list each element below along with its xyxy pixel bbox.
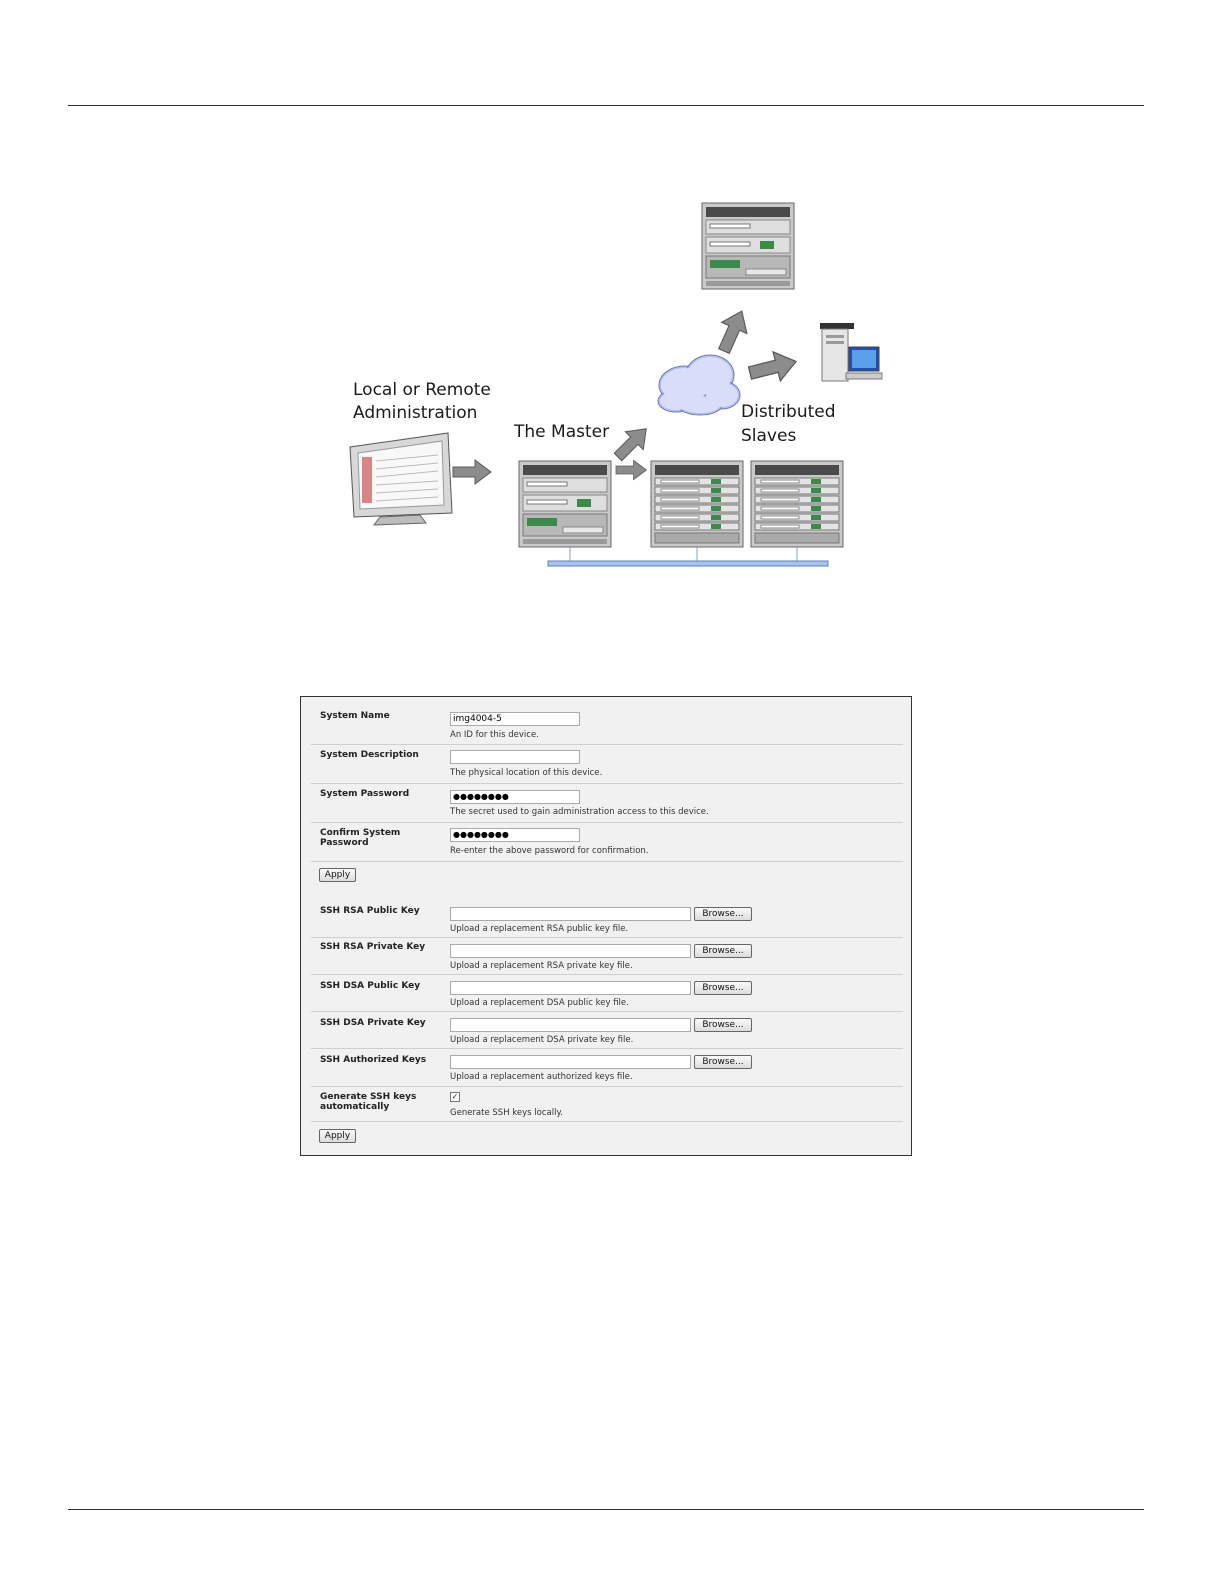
system-description-help: The physical location of this device. [450, 768, 603, 778]
system-description-label: System Description [320, 750, 419, 760]
workstation-icon [820, 323, 883, 382]
ssh-rsa-public-label: SSH RSA Public Key [320, 906, 420, 916]
ssh-rsa-public-help: Upload a replacement RSA public key file… [450, 924, 629, 934]
system-name-help: An ID for this device. [450, 730, 539, 740]
system-name-label: System Name [320, 711, 390, 721]
ssh-authorized-keys-file-input[interactable] [450, 1055, 691, 1069]
label-admin-line2: Administration [353, 403, 478, 423]
ssh-dsa-private-label: SSH DSA Private Key [320, 1018, 426, 1028]
system-settings-form: System Name img4004-5 An ID for this dev… [300, 696, 912, 1156]
ssh-rsa-private-file-input[interactable] [450, 944, 691, 958]
row-system-description: System Description The physical location… [311, 745, 903, 784]
ssh-rsa-public-browse-button[interactable]: Browse... [694, 907, 752, 921]
system-description-input[interactable] [450, 750, 580, 764]
diagram-graphic [349, 202, 883, 567]
system-name-input[interactable]: img4004-5 [450, 712, 580, 726]
footer-rule [68, 1509, 1144, 1510]
row-ssh-authorized-keys: SSH Authorized Keys Browse... Upload a r… [311, 1049, 903, 1087]
ssh-rsa-private-label: SSH RSA Private Key [320, 942, 426, 952]
row-apply-top: Apply [311, 862, 903, 902]
confirm-password-label-line1: Confirm System [320, 828, 401, 838]
generate-ssh-keys-help: Generate SSH keys locally. [450, 1108, 563, 1118]
ssh-dsa-private-browse-button[interactable]: Browse... [694, 1018, 752, 1032]
admin-monitor-icon [349, 432, 453, 526]
remote-rack-top [701, 202, 795, 290]
arrow-cloud-to-top-rack [710, 304, 755, 358]
slave-rack-1 [650, 460, 744, 548]
master-rack [518, 460, 612, 548]
ssh-rsa-private-browse-button[interactable]: Browse... [694, 944, 752, 958]
system-password-input[interactable]: ●●●●●●●● [450, 790, 580, 804]
ssh-authorized-keys-label: SSH Authorized Keys [320, 1055, 427, 1065]
row-system-password: System Password ●●●●●●●● The secret used… [311, 784, 903, 823]
ssh-authorized-keys-browse-button[interactable]: Browse... [694, 1055, 752, 1069]
arrow-master-to-slaves [615, 459, 647, 481]
row-ssh-dsa-private: SSH DSA Private Key Browse... Upload a r… [311, 1012, 903, 1049]
label-admin-line1: Local or Remote [353, 380, 491, 400]
ssh-dsa-private-file-input[interactable] [450, 1018, 691, 1032]
ssh-dsa-public-browse-button[interactable]: Browse... [694, 981, 752, 995]
ssh-dsa-public-help: Upload a replacement DSA public key file… [450, 998, 629, 1008]
distributed-network-diagram: Local or Remote Administration The Maste… [340, 195, 890, 575]
arrow-admin-to-master [452, 459, 492, 485]
arrow-cloud-to-workstation [745, 346, 801, 389]
generate-ssh-keys-checkbox[interactable]: ✓ [450, 1092, 460, 1102]
header-rule [68, 105, 1144, 106]
ssh-dsa-public-file-input[interactable] [450, 981, 691, 995]
confirm-password-help: Re-enter the above password for confirma… [450, 846, 649, 856]
label-slaves-line1: Distributed [741, 402, 836, 422]
confirm-password-input[interactable]: ●●●●●●●● [450, 828, 580, 842]
network-cloud-icon [657, 354, 741, 416]
arrow-master-to-cloud [608, 419, 656, 467]
lan-bus [547, 547, 829, 567]
ssh-rsa-private-help: Upload a replacement RSA private key fil… [450, 961, 633, 971]
system-password-label: System Password [320, 789, 410, 799]
row-ssh-rsa-private: SSH RSA Private Key Browse... Upload a r… [311, 938, 903, 975]
generate-ssh-keys-label-line2: automatically [320, 1102, 390, 1112]
row-ssh-rsa-public: SSH RSA Public Key Browse... Upload a re… [311, 902, 903, 938]
system-password-help: The secret used to gain administration a… [450, 807, 709, 817]
row-apply-bottom: Apply [311, 1122, 903, 1152]
ssh-authorized-keys-help: Upload a replacement authorized keys fil… [450, 1072, 633, 1082]
apply-button-top[interactable]: Apply [319, 868, 356, 882]
apply-button-bottom[interactable]: Apply [319, 1129, 356, 1143]
ssh-rsa-public-file-input[interactable] [450, 907, 691, 921]
confirm-password-label-line2: Password [320, 838, 369, 848]
ssh-dsa-private-help: Upload a replacement DSA private key fil… [450, 1035, 634, 1045]
generate-ssh-keys-label-line1: Generate SSH keys [320, 1092, 417, 1102]
ssh-dsa-public-label: SSH DSA Public Key [320, 981, 421, 991]
label-slaves-line2: Slaves [741, 426, 797, 446]
row-system-name: System Name img4004-5 An ID for this dev… [311, 707, 903, 745]
label-master: The Master [514, 422, 610, 442]
slave-rack-2 [750, 460, 844, 548]
row-ssh-dsa-public: SSH DSA Public Key Browse... Upload a re… [311, 975, 903, 1012]
